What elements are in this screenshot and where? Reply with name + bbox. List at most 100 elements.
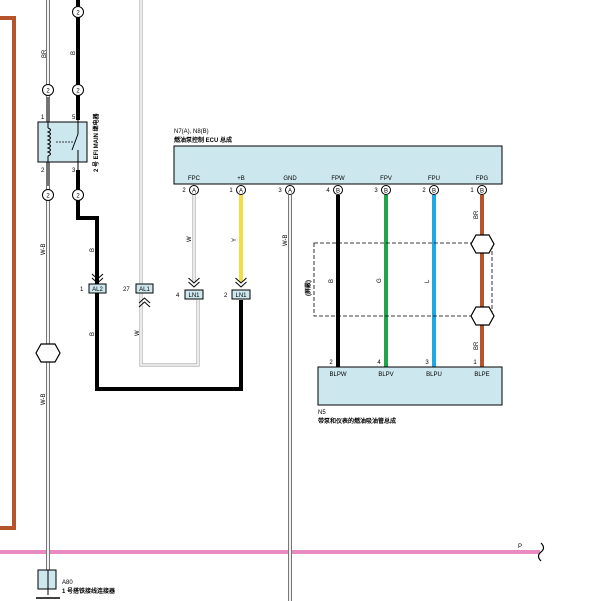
svg-text:AL1: AL1 [139,287,150,293]
al1-pin: 27 [123,287,130,293]
svg-text:AL2: AL2 [92,287,103,293]
wire-break-symbol [537,542,545,562]
ecu-terminal-name: GND [283,176,297,182]
ecu-terminal-conn: B [336,188,340,194]
svg-text:2: 2 [46,89,50,95]
svg-text:2: 2 [76,11,80,17]
a80-id: A80 [62,580,73,586]
ecu-terminal-pin: 2 [182,188,186,194]
connector-al2: AL2 [88,273,107,294]
svg-text:LN1: LN1 [188,293,200,299]
connector-2-mid-right: 2 [72,84,84,96]
ecu-terminal-conn: B [480,188,484,194]
ground-connector-a80 [36,569,60,599]
ecu-terminal-pin: 1 [229,188,233,194]
fuel-pump-control-ecu [173,145,503,185]
connector-2-low-left: 2 [42,189,54,201]
pump-terminal-name: BLPE [474,372,489,378]
ecu-terminal-pin: 4 [326,188,330,194]
ecu-terminal-pin: 1 [470,188,474,194]
ecu-terminal-name: FPC [188,176,201,182]
wb-gnd-label: W-B [283,234,289,246]
ecu-terminal-conn: A [192,188,196,194]
b-wire-label-1: B [90,248,96,252]
ecu-terminal-conn: A [239,188,243,194]
wb-left-upper: W-B [41,243,47,255]
svg-text:LN1: LN1 [235,293,247,299]
al2-pin: 1 [80,287,84,293]
ln1-b-pin: 2 [224,293,228,299]
b-top-label: B [71,51,77,55]
ecu-name: 燃油泵控制 ECU 总成 [174,136,232,144]
ecu-terminal-conn: B [384,188,388,194]
splice-hexagon-upper [470,234,495,254]
connector-2-mid-left: 2 [42,84,54,96]
ecu-id: N7(A), N8(B) [174,129,209,135]
relay-pin-1: 1 [41,115,45,121]
b-wire-label-2: B [90,332,96,336]
ecu-terminal-name: FPV [380,176,392,182]
br-blpe-label: BR [474,341,480,350]
connector-al1: AL1 [135,283,154,308]
pump-terminal-name: BLPV [378,372,393,378]
pump-terminal-pin: 3 [425,360,429,366]
svg-text:2: 2 [46,194,50,200]
splice-hexagon-lower [470,306,495,326]
ecu-terminal-name: FPW [331,176,345,182]
connector-ln1-b: LN1 [231,277,251,300]
l-fpu-label: L [425,279,431,283]
w-wire-label-1: W [187,236,193,242]
b-wire-relay-out [76,170,243,391]
ecu-terminal-connector [477,185,487,195]
pump-terminal-name: BLPU [426,372,442,378]
a80-name: 1 号搭铁接线连接器 [62,587,116,595]
ecu-terminal-pin: 3 [374,188,378,194]
pump-name: 带泵和仪表的燃油吸油管总成 [318,417,396,425]
y-wire-label: Y [232,238,238,242]
ecu-terminal-connector [285,185,295,195]
shield-box [313,242,493,317]
ecu-terminal-connector [189,185,199,195]
ecu-terminal-pin: 2 [422,188,426,194]
ecu-terminal-name: +B [237,176,245,182]
relay-pin-5: 5 [72,115,76,121]
ecu-terminal-connector [236,185,246,195]
ecu-terminal-connector [381,185,391,195]
pump-terminal-name: BLPW [329,372,346,378]
relay-name: 2 号 EFI MAIN 继电器 [92,112,100,172]
ln1-a-pin: 4 [176,293,180,299]
fuel-suction-tube-assembly [317,366,503,406]
p-wire-label: P [518,544,522,550]
splice-hexagon-left [35,343,61,363]
ecu-terminal-name: FPU [428,176,440,182]
efi-main-relay-2 [37,97,88,186]
svg-text:2: 2 [76,89,80,95]
connector-2-low-right: 2 [72,189,84,201]
ecu-terminal-connector [333,185,343,195]
ecu-terminal-connector [429,185,439,195]
pump-terminal-pin: 4 [377,360,381,366]
br-fpg-label: BR [474,210,480,219]
g-fpv-label: G [377,278,383,283]
relay-pin-3: 3 [72,168,76,174]
pump-id: N5 [318,410,326,416]
svg-text:2: 2 [76,194,80,200]
ecu-terminal-conn: B [432,188,436,194]
shield-label: (屏蔽) [304,280,312,296]
brown-wire-left [0,16,16,530]
b-fpw-label: B [329,279,335,283]
w-wire-label-2: W [135,330,141,336]
